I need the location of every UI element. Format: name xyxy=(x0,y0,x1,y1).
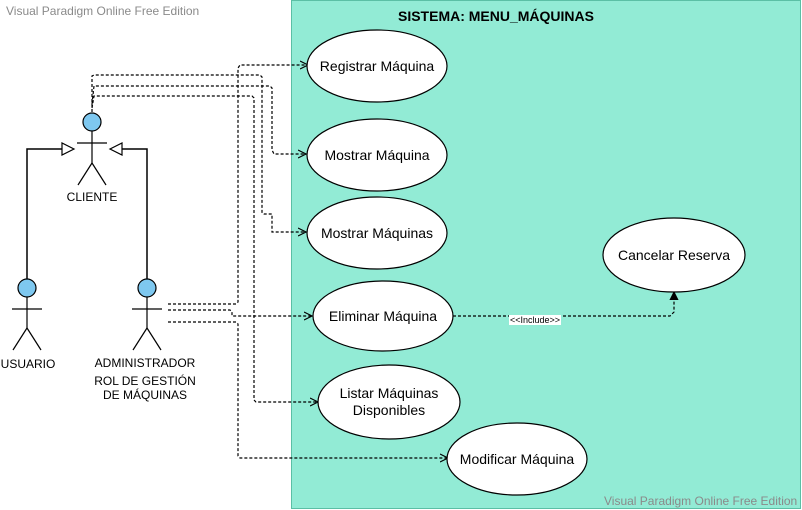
usecase-cancelar-ellipse[interactable] xyxy=(602,217,746,293)
actor-usuario-label: USUARIO xyxy=(0,357,56,371)
usecase-modificar[interactable]: Modificar Máquina xyxy=(459,450,575,467)
usecase-modificar-ellipse[interactable] xyxy=(446,422,588,496)
watermark-bottom: Visual Paradigm Online Free Edition xyxy=(604,494,798,508)
usecase-registrar-ellipse[interactable] xyxy=(306,29,448,103)
usecase-mostrar-ellipse[interactable] xyxy=(306,118,448,192)
generalization-usuario-cliente xyxy=(26,142,76,281)
actor-admin-label: ADMINISTRADOR xyxy=(94,356,196,370)
actor-cliente-figure[interactable] xyxy=(77,112,107,186)
assoc-admin-eliminar xyxy=(168,309,312,316)
usecase-listar-ellipse[interactable] xyxy=(317,364,461,440)
usecase-mostrar-todas[interactable]: Mostrar Máquinas xyxy=(320,224,434,241)
usecase-registrar[interactable]: Registrar Máquina xyxy=(319,57,435,74)
actor-admin-figure[interactable] xyxy=(132,278,162,351)
usecase-cancelar[interactable]: Cancelar Reserva xyxy=(617,246,731,263)
assoc-cliente-registrar xyxy=(91,74,306,232)
include-label: <<Include>> xyxy=(509,315,562,325)
watermark-top: Visual Paradigm Online Free Edition xyxy=(6,4,200,18)
actor-usuario-head xyxy=(17,278,37,298)
usecase-eliminar[interactable]: Eliminar Máquina xyxy=(328,307,438,324)
usecase-listar[interactable]: Listar Máquinas Disponibles xyxy=(339,385,439,418)
assoc-admin-modificar xyxy=(168,321,448,458)
actor-admin-role: ROL DE GESTIÓN DE MÁQUINAS xyxy=(94,374,196,402)
actor-admin-head xyxy=(137,278,157,298)
assoc-admin-registrar xyxy=(168,65,308,305)
actor-usuario-figure[interactable] xyxy=(12,278,42,351)
system-title: SISTEMA: MENU_MÁQUINAS xyxy=(397,8,594,24)
assoc-cliente-mostrar xyxy=(91,85,306,154)
actor-cliente-label: CLIENTE xyxy=(66,190,118,204)
generalization-admin-cliente xyxy=(108,142,148,281)
usecase-eliminar-ellipse[interactable] xyxy=(312,280,454,352)
include-eliminar-cancelar xyxy=(453,292,674,317)
usecase-mostrar-todas-ellipse[interactable] xyxy=(306,196,448,270)
actor-cliente-head xyxy=(82,112,102,132)
usecase-mostrar[interactable]: Mostrar Máquina xyxy=(324,146,430,163)
assoc-cliente-listar xyxy=(91,95,318,402)
